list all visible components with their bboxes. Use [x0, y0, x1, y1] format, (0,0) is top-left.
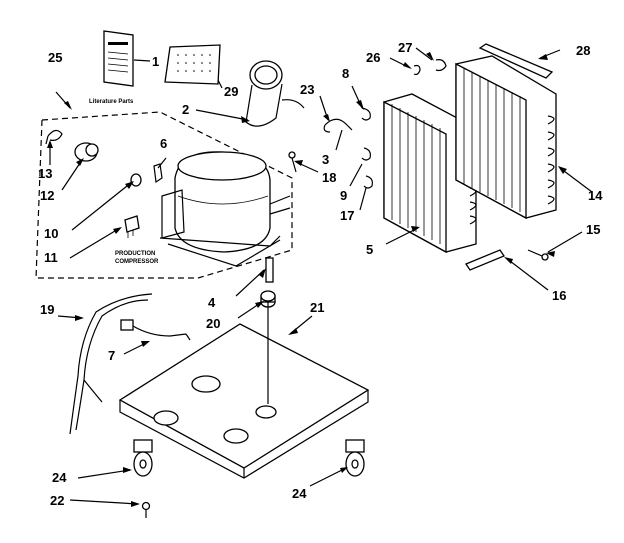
callout-4: 4: [208, 295, 216, 310]
mounting-clip: [45, 129, 63, 145]
callout-14: 14: [588, 188, 603, 203]
filter-pad: [164, 44, 221, 85]
caster-left: [133, 439, 153, 477]
callout-7: 7: [108, 348, 115, 363]
base-pan: [118, 302, 370, 479]
callout-6: 6: [160, 136, 167, 151]
compressor: [159, 151, 291, 267]
literature-caption: Literature Parts: [89, 99, 134, 105]
callout-9: 9: [340, 188, 347, 203]
evaporator-coil: [455, 55, 557, 220]
mounting-grommet: [74, 142, 99, 162]
power-plug: [120, 319, 191, 341]
callout-11: 11: [44, 250, 58, 265]
callout-2: 2: [182, 102, 189, 117]
callout-17: 17: [340, 208, 354, 223]
callout-22: 22: [50, 493, 64, 508]
production-caption-2: COMPRESSOR: [115, 259, 159, 265]
callout-23: 23: [300, 82, 314, 97]
callout-10: 10: [44, 226, 58, 241]
terminal-grommet: [130, 173, 142, 187]
wire-harness: [69, 293, 153, 435]
callout-24-right: 24: [292, 486, 307, 501]
callout-24-left: 24: [52, 470, 67, 485]
callout-28: 28: [576, 43, 590, 58]
overload-clip: [153, 163, 163, 184]
coil-screw: [527, 249, 549, 261]
callout-21: 21: [310, 300, 324, 315]
arrowheads: [47, 52, 567, 507]
callout-8: 8: [342, 66, 349, 81]
mounting-screw: [288, 151, 297, 173]
callout-25: 25: [48, 50, 62, 65]
caster-right: [345, 439, 365, 477]
capillary-tube: [323, 118, 353, 133]
callout-16: 16: [552, 288, 566, 303]
callout-3: 3: [322, 152, 329, 167]
mounting-stud: [265, 257, 274, 283]
top-seal-strip: [478, 43, 554, 79]
callout-19: 19: [40, 302, 54, 317]
tube-clips: [361, 59, 447, 189]
production-caption-1: PRODUCTION: [115, 251, 155, 257]
caster-screw: [141, 501, 151, 518]
bottom-seal-strip: [465, 249, 505, 271]
callout-27: 27: [398, 40, 412, 55]
callout-18: 18: [322, 170, 336, 185]
condenser-coil: [383, 93, 477, 254]
callout-1: 1: [152, 54, 159, 69]
callout-13: 13: [38, 166, 52, 181]
drain-tube: [245, 60, 305, 127]
callout-5: 5: [366, 242, 373, 257]
overload-protector: [124, 215, 140, 238]
callout-26: 26: [366, 50, 380, 65]
callout-29: 29: [224, 84, 238, 99]
callout-15: 15: [586, 222, 600, 237]
callout-12: 12: [40, 188, 54, 203]
literature-booklet: [103, 30, 134, 87]
callout-20: 20: [206, 316, 220, 331]
